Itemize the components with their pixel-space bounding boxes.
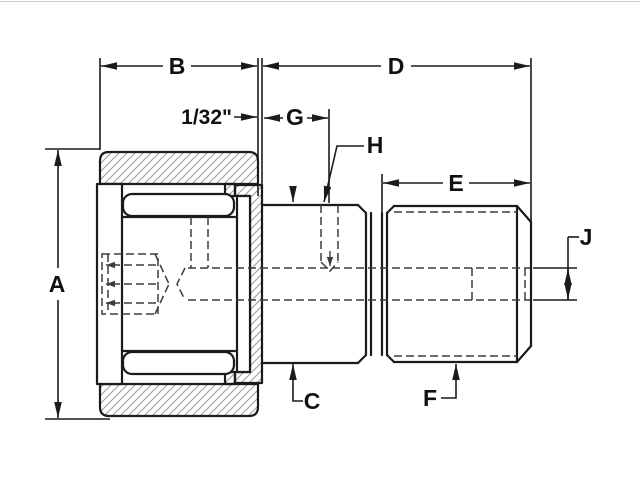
dim-J (533, 236, 579, 301)
dim-label-j: J (580, 224, 593, 250)
dim-label-e: E (448, 170, 463, 196)
dim-label-d: D (388, 53, 405, 79)
outer-ring-top-section (98, 150, 260, 186)
dim-label-f: F (423, 385, 437, 411)
dim-D (261, 58, 532, 222)
dim-A (45, 148, 110, 420)
grease-hole-drill-point (320, 261, 339, 273)
dim-E (381, 174, 530, 213)
dim-label-offset: 1/32" (181, 106, 232, 129)
hex-socket-outline (101, 253, 159, 315)
needle-roller-top (121, 192, 236, 218)
cam-follower-body (95, 150, 533, 418)
dim-C (289, 186, 303, 402)
outer-ring-bottom-section (98, 382, 260, 418)
dim-label-c: C (304, 388, 321, 414)
dim-H-leader (323, 145, 364, 203)
dimension-annotations (45, 58, 579, 420)
dim-label-a: A (49, 271, 66, 297)
dim-F-leader (441, 364, 460, 399)
dimension-labels: A B D G E H C F J 1/32" (49, 53, 593, 414)
needle-roller-bottom (121, 350, 236, 376)
dim-label-h: H (367, 132, 384, 158)
dim-label-g: G (286, 104, 304, 130)
hidden-features (101, 205, 530, 357)
dim-B (99, 58, 259, 196)
end-washer-right (235, 194, 252, 374)
axial-duct-drill-point (176, 267, 186, 301)
dim-label-b: B (169, 53, 186, 79)
